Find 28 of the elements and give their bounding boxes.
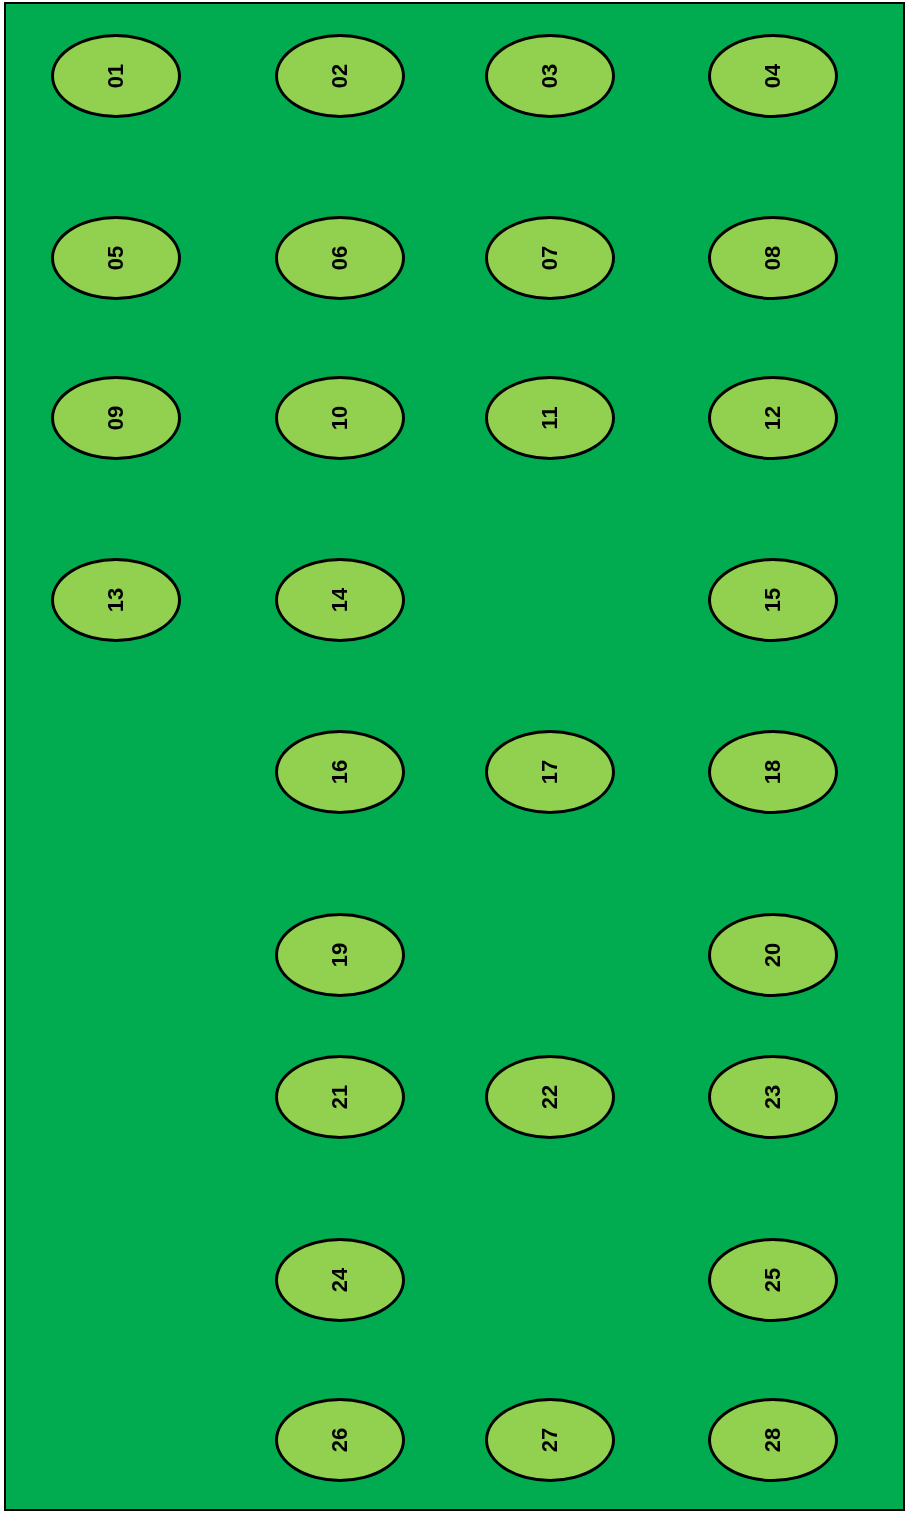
node-number: 09 [103, 405, 129, 431]
node-number: 16 [327, 759, 353, 785]
node-number: 23 [760, 1084, 786, 1110]
node-number: 03 [537, 63, 563, 89]
node-number: 25 [760, 1267, 786, 1293]
node-number: 19 [327, 942, 353, 968]
node-number: 06 [327, 245, 353, 271]
node-number: 12 [760, 405, 786, 431]
node-number: 15 [760, 587, 786, 613]
node-number: 24 [327, 1267, 353, 1293]
node-number: 02 [327, 63, 353, 89]
node-number: 17 [537, 759, 563, 785]
node-number: 08 [760, 245, 786, 271]
node-number: 21 [327, 1084, 353, 1110]
node-number: 28 [760, 1427, 786, 1453]
node-number: 07 [537, 245, 563, 271]
node-number: 11 [537, 406, 563, 430]
node-number: 01 [103, 63, 129, 89]
node-number: 26 [327, 1427, 353, 1453]
node-number: 04 [760, 63, 786, 89]
node-number: 27 [537, 1427, 563, 1453]
node-number: 13 [103, 587, 129, 613]
node-number: 14 [327, 587, 353, 613]
node-number: 18 [760, 759, 786, 785]
node-number: 22 [537, 1084, 563, 1110]
node-number: 05 [103, 245, 129, 271]
node-number: 20 [760, 942, 786, 968]
node-number: 10 [327, 405, 353, 431]
